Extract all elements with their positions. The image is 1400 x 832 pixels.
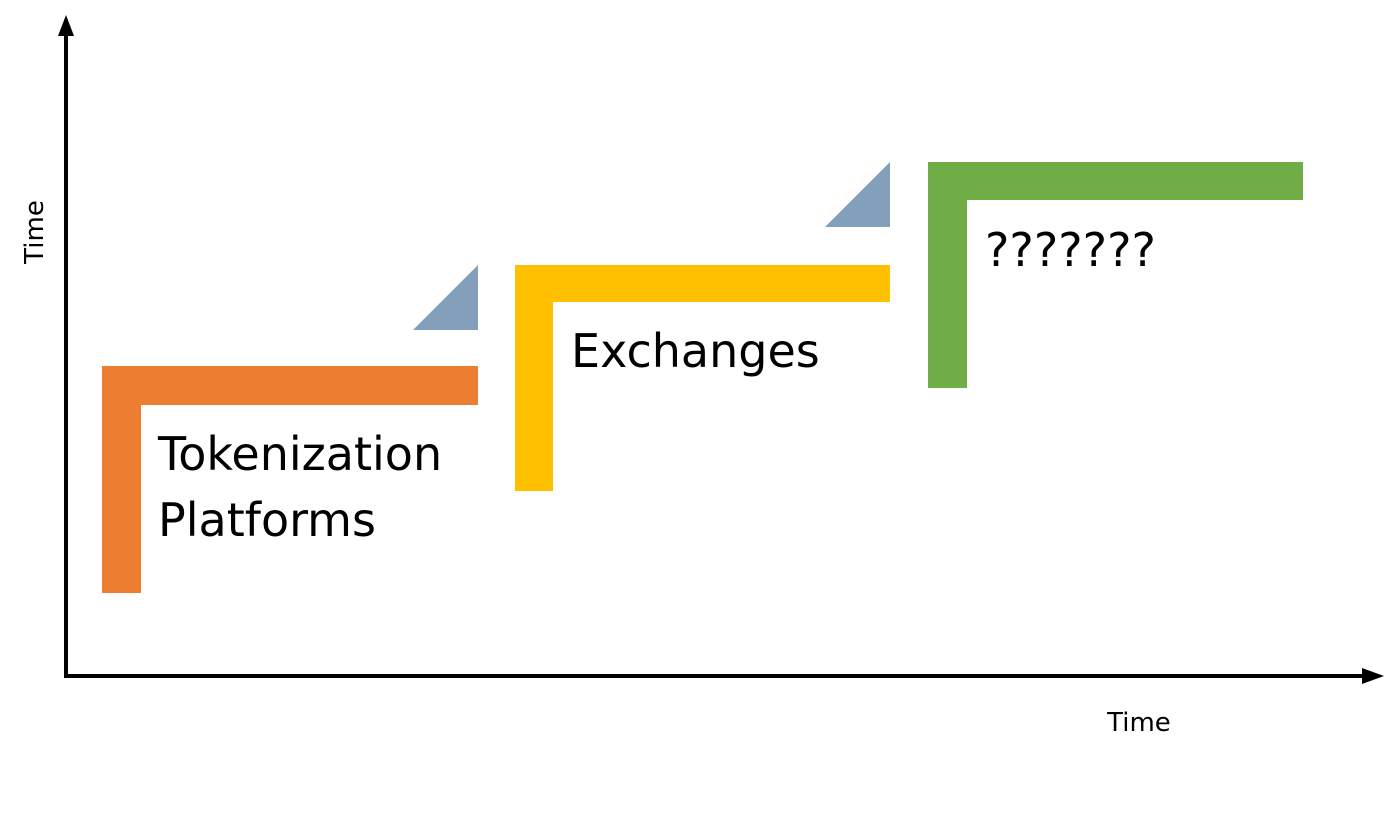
step-1-label-line-2: Platforms [158,493,376,547]
step-1-label: Tokenization Platforms [157,427,457,547]
step-2-label: Exchanges [571,324,820,378]
x-axis-arrowhead-icon [1362,668,1384,684]
step-3-label: ??????? [985,223,1156,277]
axes: Time Time [20,15,1384,738]
step-1-horizontal-bar [102,366,478,405]
step-tokenization-platforms: Tokenization Platforms [102,366,478,593]
step-unknown: ??????? [928,162,1303,388]
step-3-label-line-1: ??????? [985,223,1156,277]
step-2-horizontal-bar [515,265,890,302]
y-axis-label: Time [20,200,50,265]
y-axis-arrowhead-icon [58,15,74,36]
step-exchanges: Exchanges [515,265,890,491]
step-2-vertical-bar [515,265,553,491]
transition-arrow-1-icon [413,265,478,330]
step-2-label-line-1: Exchanges [571,324,820,378]
x-axis-label: Time [1106,708,1171,738]
step-1-label-line-1: Tokenization [157,427,442,481]
step-3-horizontal-bar [928,162,1303,200]
transition-arrow-2-icon [825,162,890,227]
